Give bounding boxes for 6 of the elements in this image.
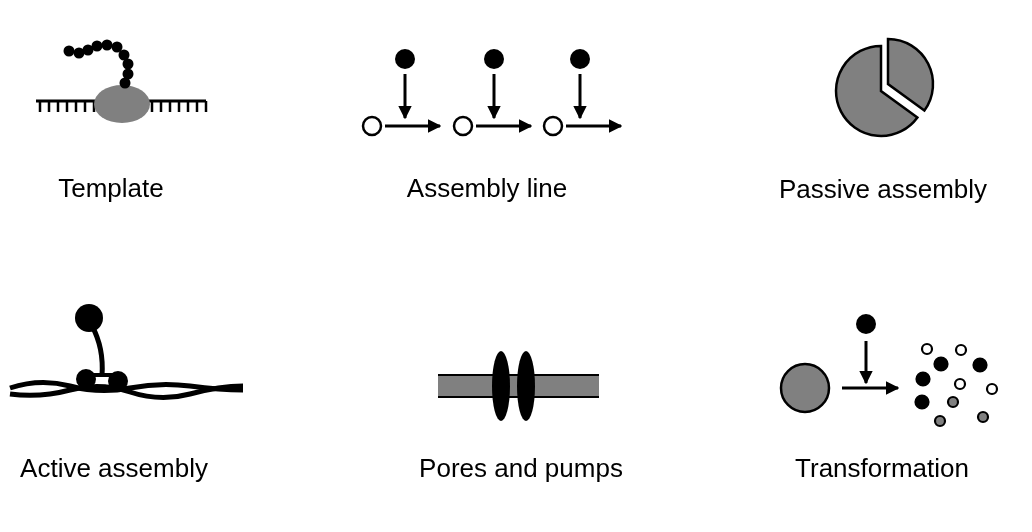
caption: Transformation: [795, 454, 969, 483]
caption: Template: [58, 174, 164, 203]
caption: Active assembly: [20, 454, 208, 483]
caption: Pores and pumps: [419, 454, 623, 483]
caption: Passive assembly: [778, 175, 988, 204]
caption: Assembly line: [406, 174, 568, 203]
